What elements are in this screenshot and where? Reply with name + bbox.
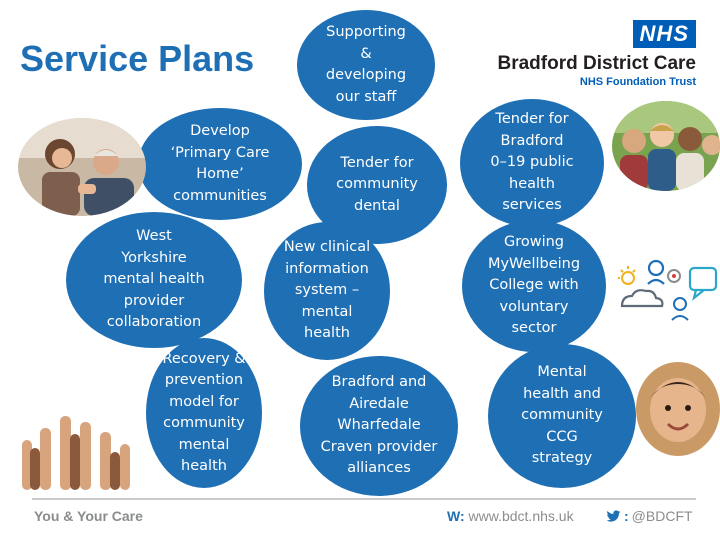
bubble-line: community [521,407,603,424]
footer-strapline: You & Your Care [34,508,143,524]
bubble-supporting-staff: Supporting & developing our staff [297,10,435,120]
chat-person-icon [671,297,689,321]
bubble-line: Bradford [500,132,564,149]
bubble-line: Bradford and [331,374,427,391]
bubble-line: Develop [190,123,250,139]
bubble-line: model for [169,393,239,410]
bubble-line: strategy [531,450,593,467]
bubble-line: dental [354,197,400,214]
bubble-line: Yorkshire [121,249,187,266]
footer-website[interactable]: W: www.bdct.nhs.uk [447,508,574,524]
person-icon [647,259,665,285]
bubble-line: provider [123,292,185,309]
bubble-primary-care-home: Develop ‘Primary Care Home’ communities [138,108,302,220]
bubble-line: & [360,45,372,62]
raised-hands-photo [14,402,144,494]
bubble-line: CCG [546,428,578,445]
bubble-line: West [136,228,172,245]
footer-divider [32,498,696,500]
web-prefix: W: [447,508,465,524]
bubble-line: system – [294,282,360,299]
bubble-recovery-prevention: Recovery & prevention model for communit… [146,338,262,488]
org-name: Bradford District Care [497,53,697,74]
sun-icon [618,266,636,285]
bubble-clinical-info-system: New clinical information system – mental… [264,222,390,360]
bubble-bradford-0-19: Tender for Bradford 0–19 public health s… [460,99,604,227]
carer-and-patient-photo [18,118,146,216]
twitter-handle: @BDCFT [631,508,693,524]
bubble-line: community [163,415,245,431]
bubble-line: ‘Primary Care [170,144,270,161]
speech-bubble-icon [688,266,718,301]
child-photo [636,362,720,456]
nhs-logo: NHS Bradford District Care NHS Foundatio… [497,20,697,88]
bubble-west-yorkshire: West Yorkshire mental health provider co… [66,212,242,348]
young-people-group-photo [612,101,720,191]
bubble-ccg-strategy: Mental health and community CCG strategy [488,344,636,488]
bubble-line: communities [173,187,267,204]
bubble-provider-alliances: Bradford and Airedale Wharfedale Craven … [300,356,458,496]
bubble-line: Wharfedale [337,417,421,434]
twitter-bird-icon [606,509,621,522]
bubble-line: alliances [347,460,411,477]
footer-twitter[interactable]: : @BDCFT [606,508,693,524]
bubble-line: sector [511,320,557,337]
target-icon [667,269,681,283]
nhs-badge: NHS [632,20,696,48]
bubble-line: College with [489,277,579,294]
bubble-line: voluntary [499,298,569,315]
bubble-line: prevention [164,372,244,388]
bubble-line: Supporting [326,24,406,40]
bubble-line: mental [178,436,230,453]
bubble-line: Home’ [196,166,244,182]
twitter-prefix: : [624,508,629,524]
bubble-line: 0–19 public [490,154,574,171]
bubble-line: Recovery & [162,350,246,367]
bubble-line: New clinical [283,239,371,256]
bubble-line: our staff [335,88,397,105]
bubble-line: Tender for [495,111,569,128]
bubble-line: information [285,260,369,277]
bubble-line: mental [301,303,353,320]
bubble-line: mental health [103,271,205,288]
bubble-line: collaboration [106,314,202,331]
bubble-line: Mental [537,364,587,381]
page-title: Service Plans [20,38,255,79]
bubble-line: Craven provider [320,438,438,455]
bubble-line: health and [523,385,601,402]
bubble-line: Airedale [349,395,409,412]
bubble-line: health [181,458,227,474]
bubble-line: community [336,176,418,193]
wellbeing-icons [616,258,720,328]
bubble-line: health [304,325,350,342]
bubble-mywellbeing-college: Growing MyWellbeing College with volunta… [462,220,606,352]
bubble-line: Growing [503,234,565,251]
bubble-line: Tender for [340,154,414,171]
bubble-line: services [502,197,562,214]
web-url: www.bdct.nhs.uk [468,508,574,524]
org-subtitle: NHS Foundation Trust [579,76,696,88]
bubble-line: MyWellbeing [487,255,581,272]
bubble-line: developing [325,67,407,83]
bubble-line: health [509,175,555,192]
cloud-icon [620,289,664,308]
